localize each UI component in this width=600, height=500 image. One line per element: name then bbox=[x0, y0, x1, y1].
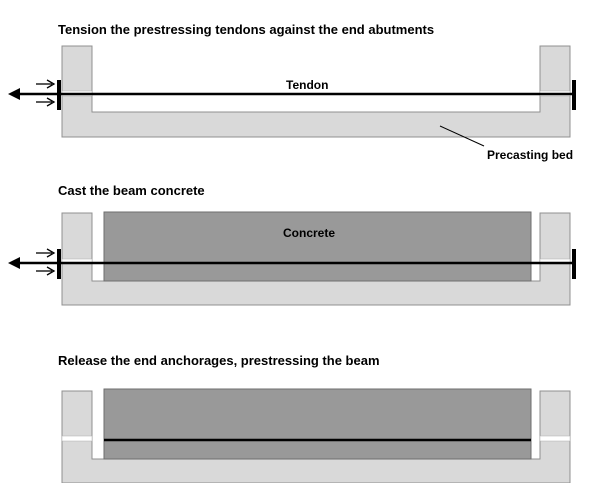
stage-3-caption: Release the end anchorages, prestressing… bbox=[58, 353, 380, 368]
stage-3-diagram bbox=[61, 388, 571, 483]
left-abutment-slot bbox=[61, 435, 93, 442]
reaction-arrow-icon bbox=[46, 266, 56, 276]
pull-arrow-icon bbox=[8, 257, 20, 269]
left-anchor-plate-icon bbox=[57, 80, 61, 110]
right-anchor-plate-icon bbox=[572, 249, 576, 279]
bed-leader-line bbox=[439, 125, 485, 147]
stage-2-caption: Cast the beam concrete bbox=[58, 183, 205, 198]
tendon-label: Tendon bbox=[286, 78, 328, 92]
reaction-arrow-icon bbox=[46, 97, 56, 107]
reaction-arrow-icon bbox=[46, 79, 56, 89]
precasting-bed bbox=[61, 390, 571, 483]
right-anchor-plate-icon bbox=[572, 80, 576, 110]
reaction-arrow-icon bbox=[46, 248, 56, 258]
stage-1-caption: Tension the prestressing tendons against… bbox=[58, 22, 435, 37]
precasting-bed-label: Precasting bed bbox=[487, 148, 573, 162]
right-abutment-slot bbox=[539, 435, 571, 442]
precasting-bed bbox=[61, 45, 571, 138]
concrete-beam bbox=[103, 388, 532, 460]
precasting-bed bbox=[61, 212, 571, 306]
concrete-beam bbox=[103, 211, 532, 282]
pull-arrow-icon bbox=[8, 88, 20, 100]
stage-1-diagram: Tendon Precasting bed bbox=[8, 45, 576, 162]
stage-2-diagram: Concrete bbox=[8, 211, 576, 306]
concrete-label: Concrete bbox=[283, 226, 335, 240]
left-anchor-plate-icon bbox=[57, 249, 61, 279]
